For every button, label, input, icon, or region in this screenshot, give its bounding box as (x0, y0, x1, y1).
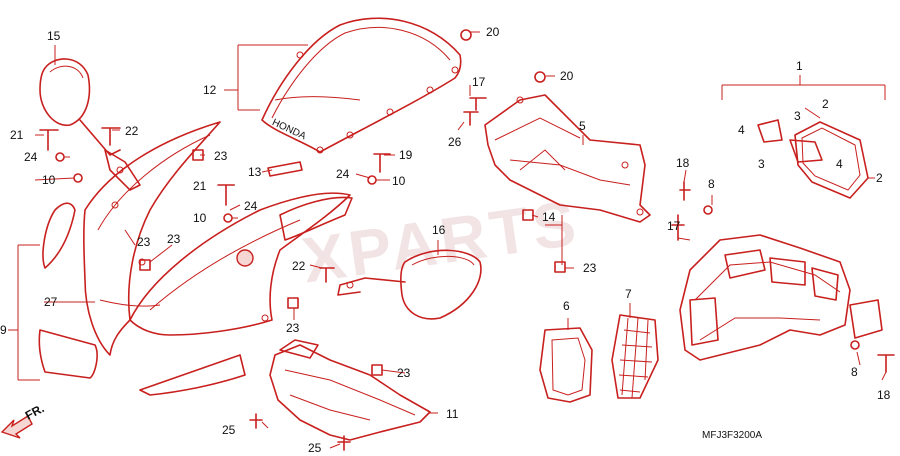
callout-22: 22 (292, 259, 306, 273)
callout-4: 4 (738, 123, 745, 137)
callout-23: 23 (167, 232, 181, 246)
left-mirror (39, 58, 141, 191)
callout-23: 23 (397, 366, 411, 380)
callout-6: 6 (563, 299, 570, 313)
callout-23: 23 (286, 321, 300, 335)
callout-25: 25 (308, 441, 322, 455)
upper-cowl-left (38, 121, 221, 379)
callout-numbers: 1 2 2 3 3 4 4 5 6 7 8 8 9 10 10 10 11 12… (0, 25, 891, 455)
windscreen: HONDA (261, 17, 462, 154)
callout-24: 24 (336, 167, 350, 181)
callout-21: 21 (193, 179, 207, 193)
callout-10: 10 (42, 173, 56, 187)
callout-2: 2 (876, 171, 883, 185)
callout-20: 20 (486, 25, 500, 39)
callout-2: 2 (822, 97, 829, 111)
callout-11: 11 (446, 407, 459, 421)
callout-1: 1 (796, 59, 803, 73)
upper-cowl-right (129, 192, 353, 396)
callout-8: 8 (851, 365, 858, 379)
hardware-bolts (39, 29, 895, 451)
callout-27: 27 (44, 295, 58, 309)
intake-mesh-7 (611, 314, 659, 399)
callout-22: 22 (125, 124, 139, 138)
duct-seal-3 (789, 139, 823, 163)
callout-25: 25 (222, 423, 236, 437)
callout-19: 19 (399, 148, 413, 162)
callout-23: 23 (214, 149, 228, 163)
callout-7: 7 (625, 287, 632, 301)
duct-clip-4 (757, 119, 783, 143)
callout-17: 17 (472, 75, 486, 89)
callout-26: 26 (448, 135, 462, 149)
callout-15: 15 (47, 29, 61, 43)
callout-21: 21 (10, 128, 24, 142)
intake-duct-6 (539, 327, 593, 403)
callout-12: 12 (203, 83, 217, 97)
callout-24: 24 (24, 150, 38, 164)
callout-24: 24 (244, 199, 258, 213)
callout-10: 10 (193, 211, 207, 225)
callout-5: 5 (579, 119, 586, 133)
windscreen-seal-strip (267, 161, 303, 177)
leader-lines (34, 31, 887, 449)
front-direction-arrow: FR. (0, 401, 46, 439)
callout-18: 18 (676, 156, 690, 170)
callout-14: 14 (542, 210, 556, 224)
cowl-stay (484, 94, 651, 223)
callout-3: 3 (794, 109, 801, 123)
under-cover (269, 339, 431, 441)
diagram-code: MFJ3F3200A (702, 430, 762, 441)
callout-20: 20 (560, 69, 574, 83)
callout-brackets (8, 44, 886, 381)
callout-17: 17 (667, 219, 681, 233)
callout-4: 4 (836, 157, 843, 171)
callout-16: 16 (432, 223, 446, 237)
callout-13: 13 (248, 165, 262, 179)
callout-3: 3 (758, 157, 765, 171)
callout-8: 8 (708, 177, 715, 191)
callout-23: 23 (583, 261, 597, 275)
right-mirror (337, 249, 482, 320)
callout-10: 10 (392, 174, 406, 188)
air-duct-assembly (679, 234, 883, 361)
callout-9: 9 (0, 323, 7, 337)
callout-18: 18 (877, 388, 891, 402)
callout-23: 23 (137, 235, 151, 249)
duct-seal-2 (794, 121, 869, 199)
